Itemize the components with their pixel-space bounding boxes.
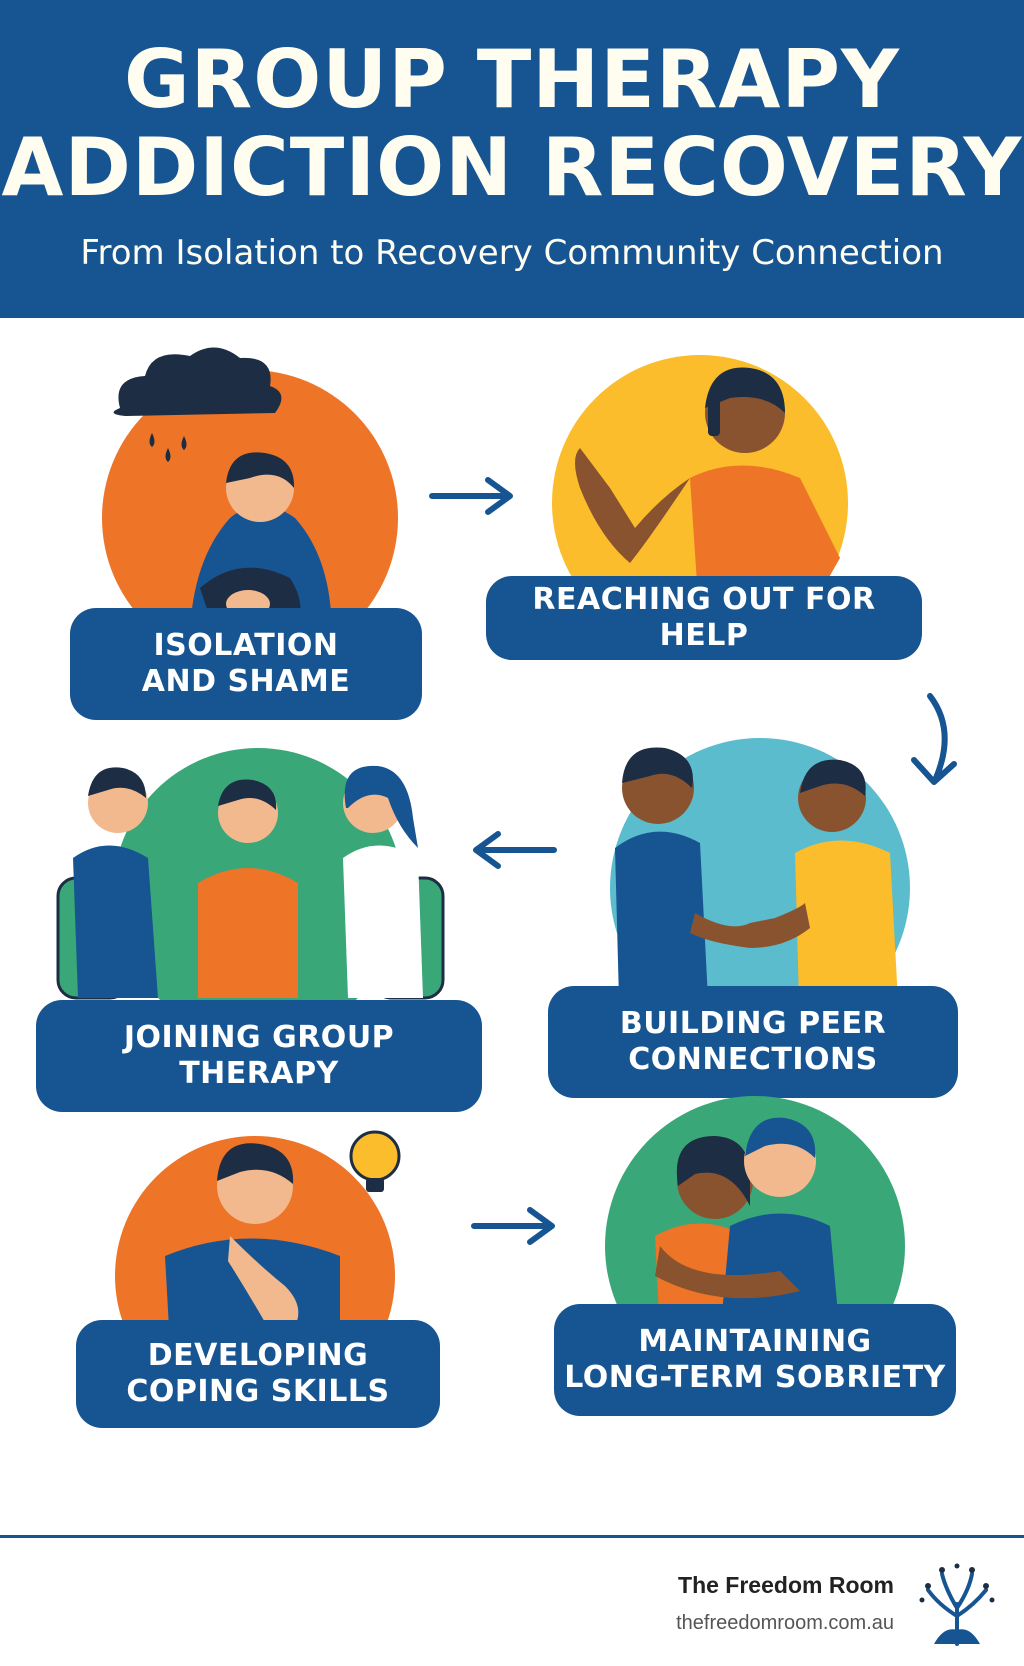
step-label-group-therapy: JOINING GROUP THERAPY bbox=[36, 1000, 482, 1112]
tree-logo-icon bbox=[919, 1563, 995, 1646]
steps-flow: ISOLATION AND SHAME REACHING OUT FOR HEL… bbox=[0, 318, 1024, 1530]
step-label-sobriety: MAINTAINING LONG-TERM SOBRIETY bbox=[554, 1304, 956, 1416]
step-label-coping-skills: DEVELOPING COPING SKILLS bbox=[76, 1320, 440, 1428]
step-label-isolation: ISOLATION AND SHAME bbox=[70, 608, 422, 720]
brand-url: thefreedomroom.com.au bbox=[676, 1612, 894, 1634]
subtitle: From Isolation to Recovery Community Con… bbox=[80, 233, 944, 273]
title-line-1: GROUP THERAPY bbox=[124, 33, 900, 126]
sobriety-illustration bbox=[605, 1096, 905, 1396]
brand-name: The Freedom Room bbox=[678, 1572, 894, 1598]
step-label-peer-connections: BUILDING PEER CONNECTIONS bbox=[548, 986, 958, 1098]
title-line-2: ADDICTION RECOVERY bbox=[1, 121, 1023, 214]
header-banner: GROUP THERAPY ADDICTION RECOVERY From Is… bbox=[0, 0, 1024, 318]
group-therapy-illustration bbox=[56, 748, 445, 1038]
arrow-right-icon bbox=[471, 1207, 555, 1245]
arrow-curve-down-icon bbox=[911, 693, 957, 785]
arrow-left-icon bbox=[473, 831, 557, 869]
step-label-reaching-out: REACHING OUT FOR HELP bbox=[486, 576, 922, 660]
footer-divider bbox=[0, 1535, 1024, 1538]
arrow-right-icon bbox=[429, 477, 513, 515]
coping-skills-illustration bbox=[115, 1130, 401, 1416]
rain-cloud-icon bbox=[113, 347, 282, 462]
lightbulb-icon bbox=[349, 1130, 401, 1192]
